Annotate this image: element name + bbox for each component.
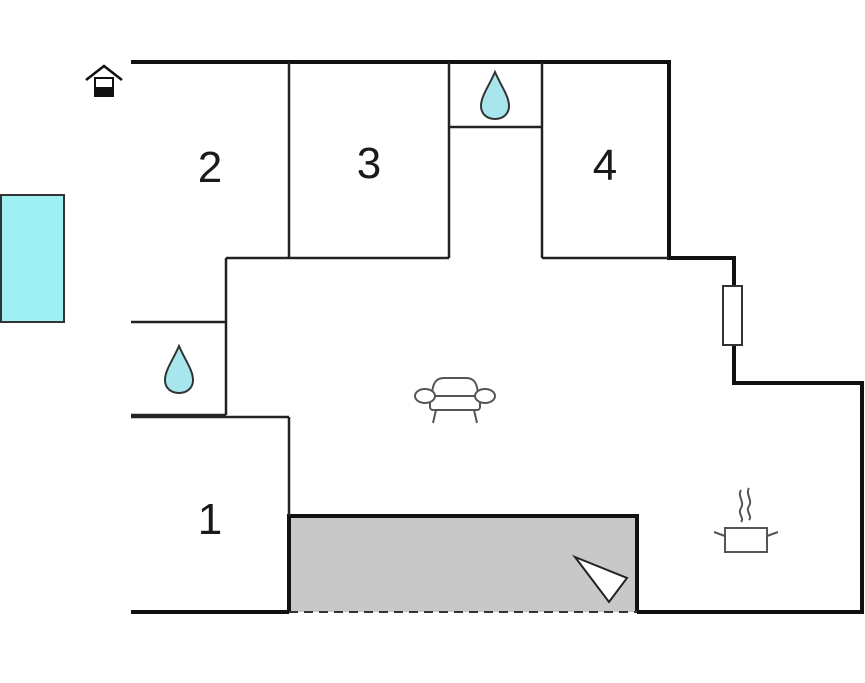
terrace-walls	[287, 514, 639, 612]
parasol-icon	[572, 554, 629, 604]
swimming-pool	[0, 194, 65, 323]
room-label-3: 3	[357, 139, 381, 188]
cooking-pot-icon	[713, 487, 779, 553]
sofa-icon	[414, 377, 496, 424]
terrace	[289, 516, 637, 612]
room-label-4: 4	[593, 141, 617, 190]
room-label-2: 2	[198, 143, 222, 192]
house-entrance-icon	[85, 64, 123, 97]
room-label-1: 1	[198, 495, 222, 544]
radiator-icon	[722, 285, 743, 346]
water-drop-icon	[163, 343, 195, 395]
water-drop-icon	[479, 69, 511, 121]
interior-walls	[131, 62, 669, 516]
